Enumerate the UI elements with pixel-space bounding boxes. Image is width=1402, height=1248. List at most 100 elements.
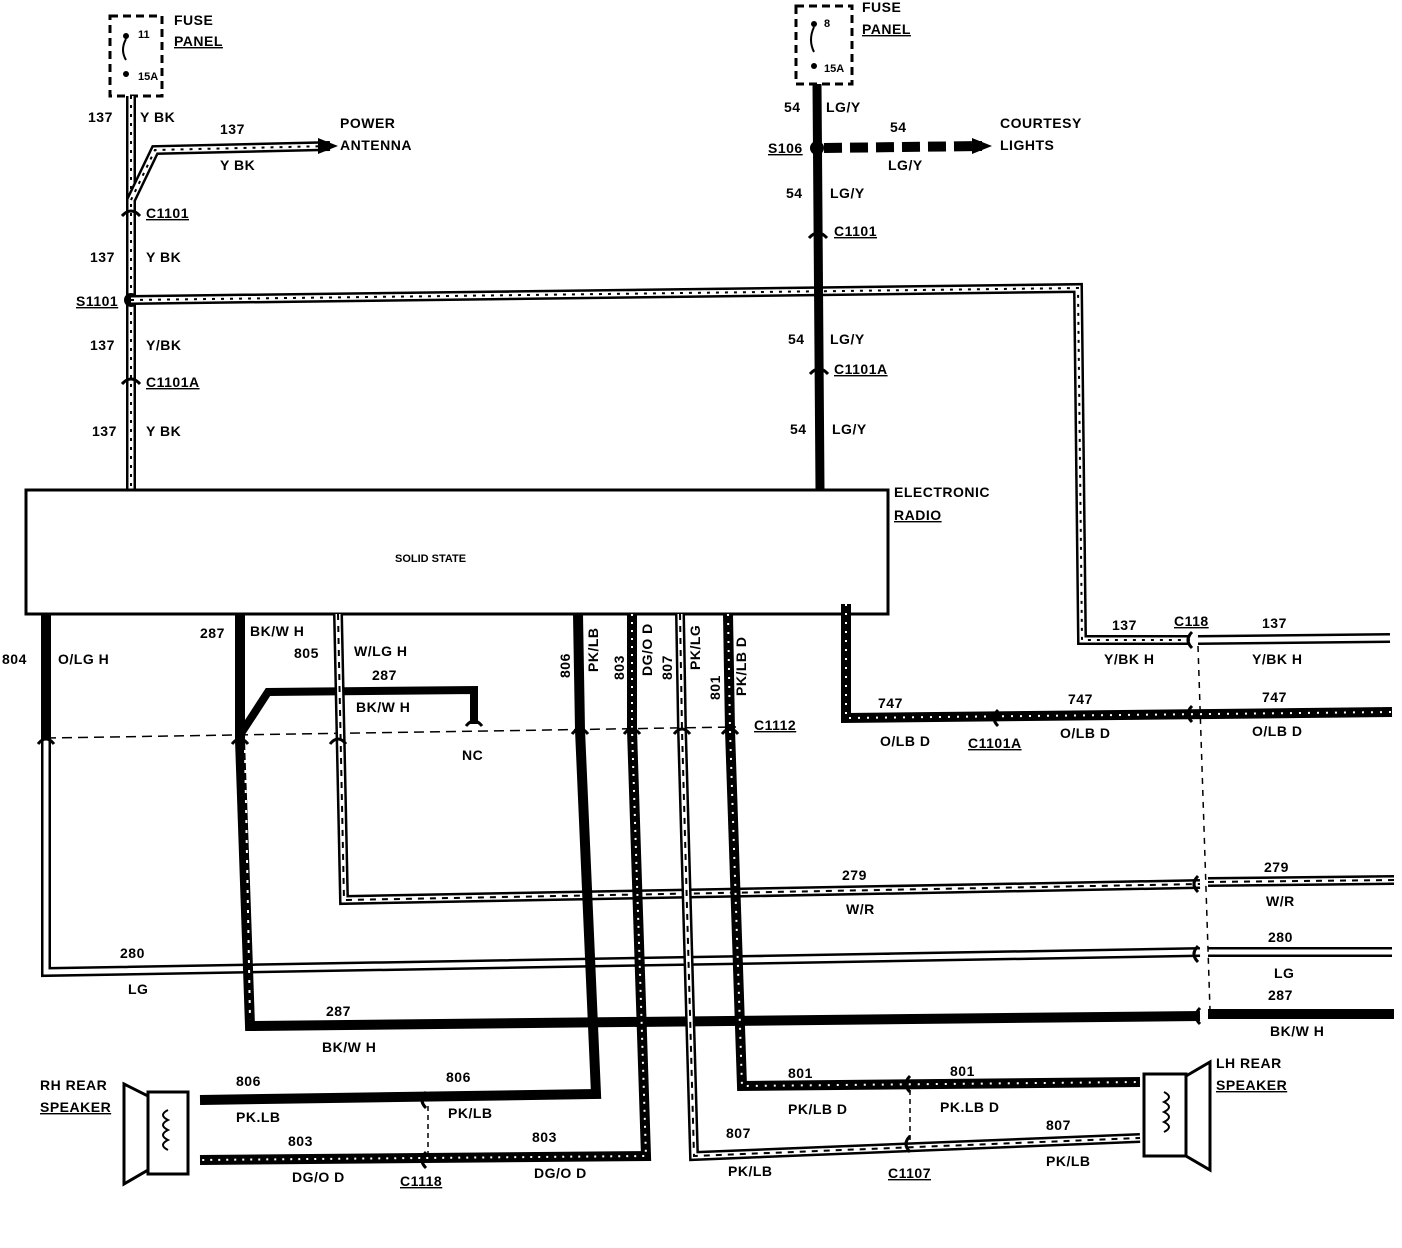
- rh-speaker-label-1: RH REAR: [40, 1077, 107, 1093]
- label-wlgh: W/LG H: [354, 643, 408, 659]
- label-801-v: 801: [707, 675, 723, 700]
- label-54-a: 54: [784, 99, 801, 115]
- label-747-b: 747: [1068, 691, 1093, 707]
- lh-speaker-label-2: SPEAKER: [1216, 1077, 1287, 1093]
- label-wr-b: W/R: [1266, 893, 1295, 909]
- label-137-e: 137: [1112, 617, 1137, 633]
- wire-279: [333, 613, 1395, 906]
- wire-747: [841, 604, 1393, 724]
- c1112-label: C1112: [754, 717, 796, 733]
- label-ybkh-a: Y/BK H: [1104, 651, 1154, 667]
- fuse-right-title-1: FUSE: [862, 0, 901, 15]
- label-137-b: 137: [90, 249, 115, 265]
- label-pklbd-a: PK/LB D: [788, 1101, 848, 1117]
- radio-inner-label: SOLID STATE: [395, 553, 466, 565]
- fuse-right-title-2: PANEL: [862, 21, 911, 37]
- label-54-b: 54: [786, 185, 803, 201]
- c1107-label: C1107: [888, 1165, 931, 1181]
- label-ybk-a: Y BK: [140, 109, 175, 125]
- fuse-left-title-2: PANEL: [174, 33, 223, 49]
- label-54-d: 54: [790, 421, 807, 437]
- label-olgh: O/LG H: [58, 651, 109, 667]
- label-lg-a: LG: [128, 981, 148, 997]
- connector-c1112-line: [45, 726, 737, 739]
- fuse-left-title-1: FUSE: [174, 12, 213, 28]
- power-antenna-1: POWER: [340, 115, 395, 131]
- connector-c1101-left: [120, 209, 142, 218]
- label-olbd-a: O/LB D: [880, 733, 930, 749]
- label-bkwh-b: BK/W H: [322, 1039, 376, 1055]
- label-279-a: 279: [842, 867, 867, 883]
- label-ybk-d: Y BK: [146, 423, 181, 439]
- wire-807: [675, 613, 1141, 1162]
- label-803-a: 803: [532, 1129, 557, 1145]
- label-ybkh-b: Y/BK H: [1252, 651, 1302, 667]
- lh-rear-speaker: [1142, 1059, 1212, 1173]
- label-lgy-b: LG/Y: [830, 185, 865, 201]
- c1101a-left-label: C1101A: [146, 374, 200, 390]
- courtesy-lights-1: COURTESY: [1000, 115, 1082, 131]
- wire-280: [41, 614, 1392, 978]
- label-747-a: 747: [878, 695, 903, 711]
- label-807-v: 807: [659, 655, 675, 680]
- wire-54-courtesy: [823, 138, 992, 154]
- radio-label-2: RADIO: [894, 507, 942, 523]
- label-806-v: 806: [557, 653, 573, 678]
- wire-137-long-right: [130, 282, 1190, 645]
- connector-arcs: [36, 630, 1202, 1170]
- label-pklb-807a: PK/LB: [728, 1163, 773, 1179]
- wire-806: [199, 613, 602, 1105]
- label-pklb-v: PK/LB: [585, 628, 601, 673]
- label-ybk-antenna: Y BK: [220, 157, 255, 173]
- fuse-left-slot: 11: [138, 29, 150, 41]
- splice-s106: [810, 141, 824, 155]
- s106-label: S106: [768, 140, 803, 156]
- label-806-b: 806: [236, 1073, 261, 1089]
- connector-c1101a-right: [808, 367, 830, 376]
- c1101a-right-label: C1101A: [834, 361, 888, 377]
- connector-c1101-right: [807, 231, 829, 240]
- label-bkwh-c: BK/W H: [1270, 1023, 1324, 1039]
- label-807-a: 807: [726, 1125, 751, 1141]
- label-dgod-a: DG/O D: [534, 1165, 587, 1181]
- label-lgy-d: LG/Y: [832, 421, 867, 437]
- label-137-d: 137: [92, 423, 117, 439]
- label-287-nc: 287: [372, 667, 397, 683]
- label-olbd-c: O/LB D: [1252, 723, 1302, 739]
- label-803-b: 803: [288, 1133, 313, 1149]
- label-804: 804: [2, 651, 27, 667]
- fuse-panel-right: 8 15A FUSE PANEL: [794, 0, 911, 86]
- label-dgod-v: DG/O D: [639, 623, 655, 676]
- power-antenna-2: ANTENNA: [340, 137, 412, 153]
- wire-137-right-out: [1197, 633, 1391, 645]
- label-pklb-b: PK.LB: [236, 1109, 281, 1125]
- label-137-antenna: 137: [220, 121, 245, 137]
- label-bkwh-nc: BK/W H: [356, 699, 410, 715]
- nc-label: NC: [462, 747, 483, 763]
- label-54-courtesy: 54: [890, 119, 907, 135]
- fuse-right-slot: 8: [824, 18, 830, 30]
- c1101-right-label: C1101: [834, 223, 877, 239]
- label-806-a: 806: [446, 1069, 471, 1085]
- fuse-panel-left: 11 15A FUSE PANEL: [108, 12, 223, 98]
- label-ybk-b: Y BK: [146, 249, 181, 265]
- label-wr-a: W/R: [846, 901, 875, 917]
- label-137-f: 137: [1262, 615, 1287, 631]
- label-280-a: 280: [120, 945, 145, 961]
- c1101-left-label: C1101: [146, 205, 189, 221]
- label-803-v: 803: [611, 655, 627, 680]
- wire-137-power-antenna: [126, 138, 338, 203]
- label-dgod-b: DG/O D: [292, 1169, 345, 1185]
- label-287-b: 287: [326, 1003, 351, 1019]
- c1118-label: C1118: [400, 1173, 442, 1189]
- label-287-c: 287: [1268, 987, 1293, 1003]
- label-ybk-c: Y/BK: [146, 337, 181, 353]
- label-801-b: 801: [950, 1063, 975, 1079]
- c1101a-lower-label: C1101A: [968, 735, 1022, 751]
- label-lgy-courtesy: LG/Y: [888, 157, 923, 173]
- radio-label-1: ELECTRONIC: [894, 484, 990, 500]
- rh-speaker-label-2: SPEAKER: [40, 1099, 111, 1115]
- label-bkwh-a: BK/W H: [250, 623, 304, 639]
- label-lgy-c: LG/Y: [830, 331, 865, 347]
